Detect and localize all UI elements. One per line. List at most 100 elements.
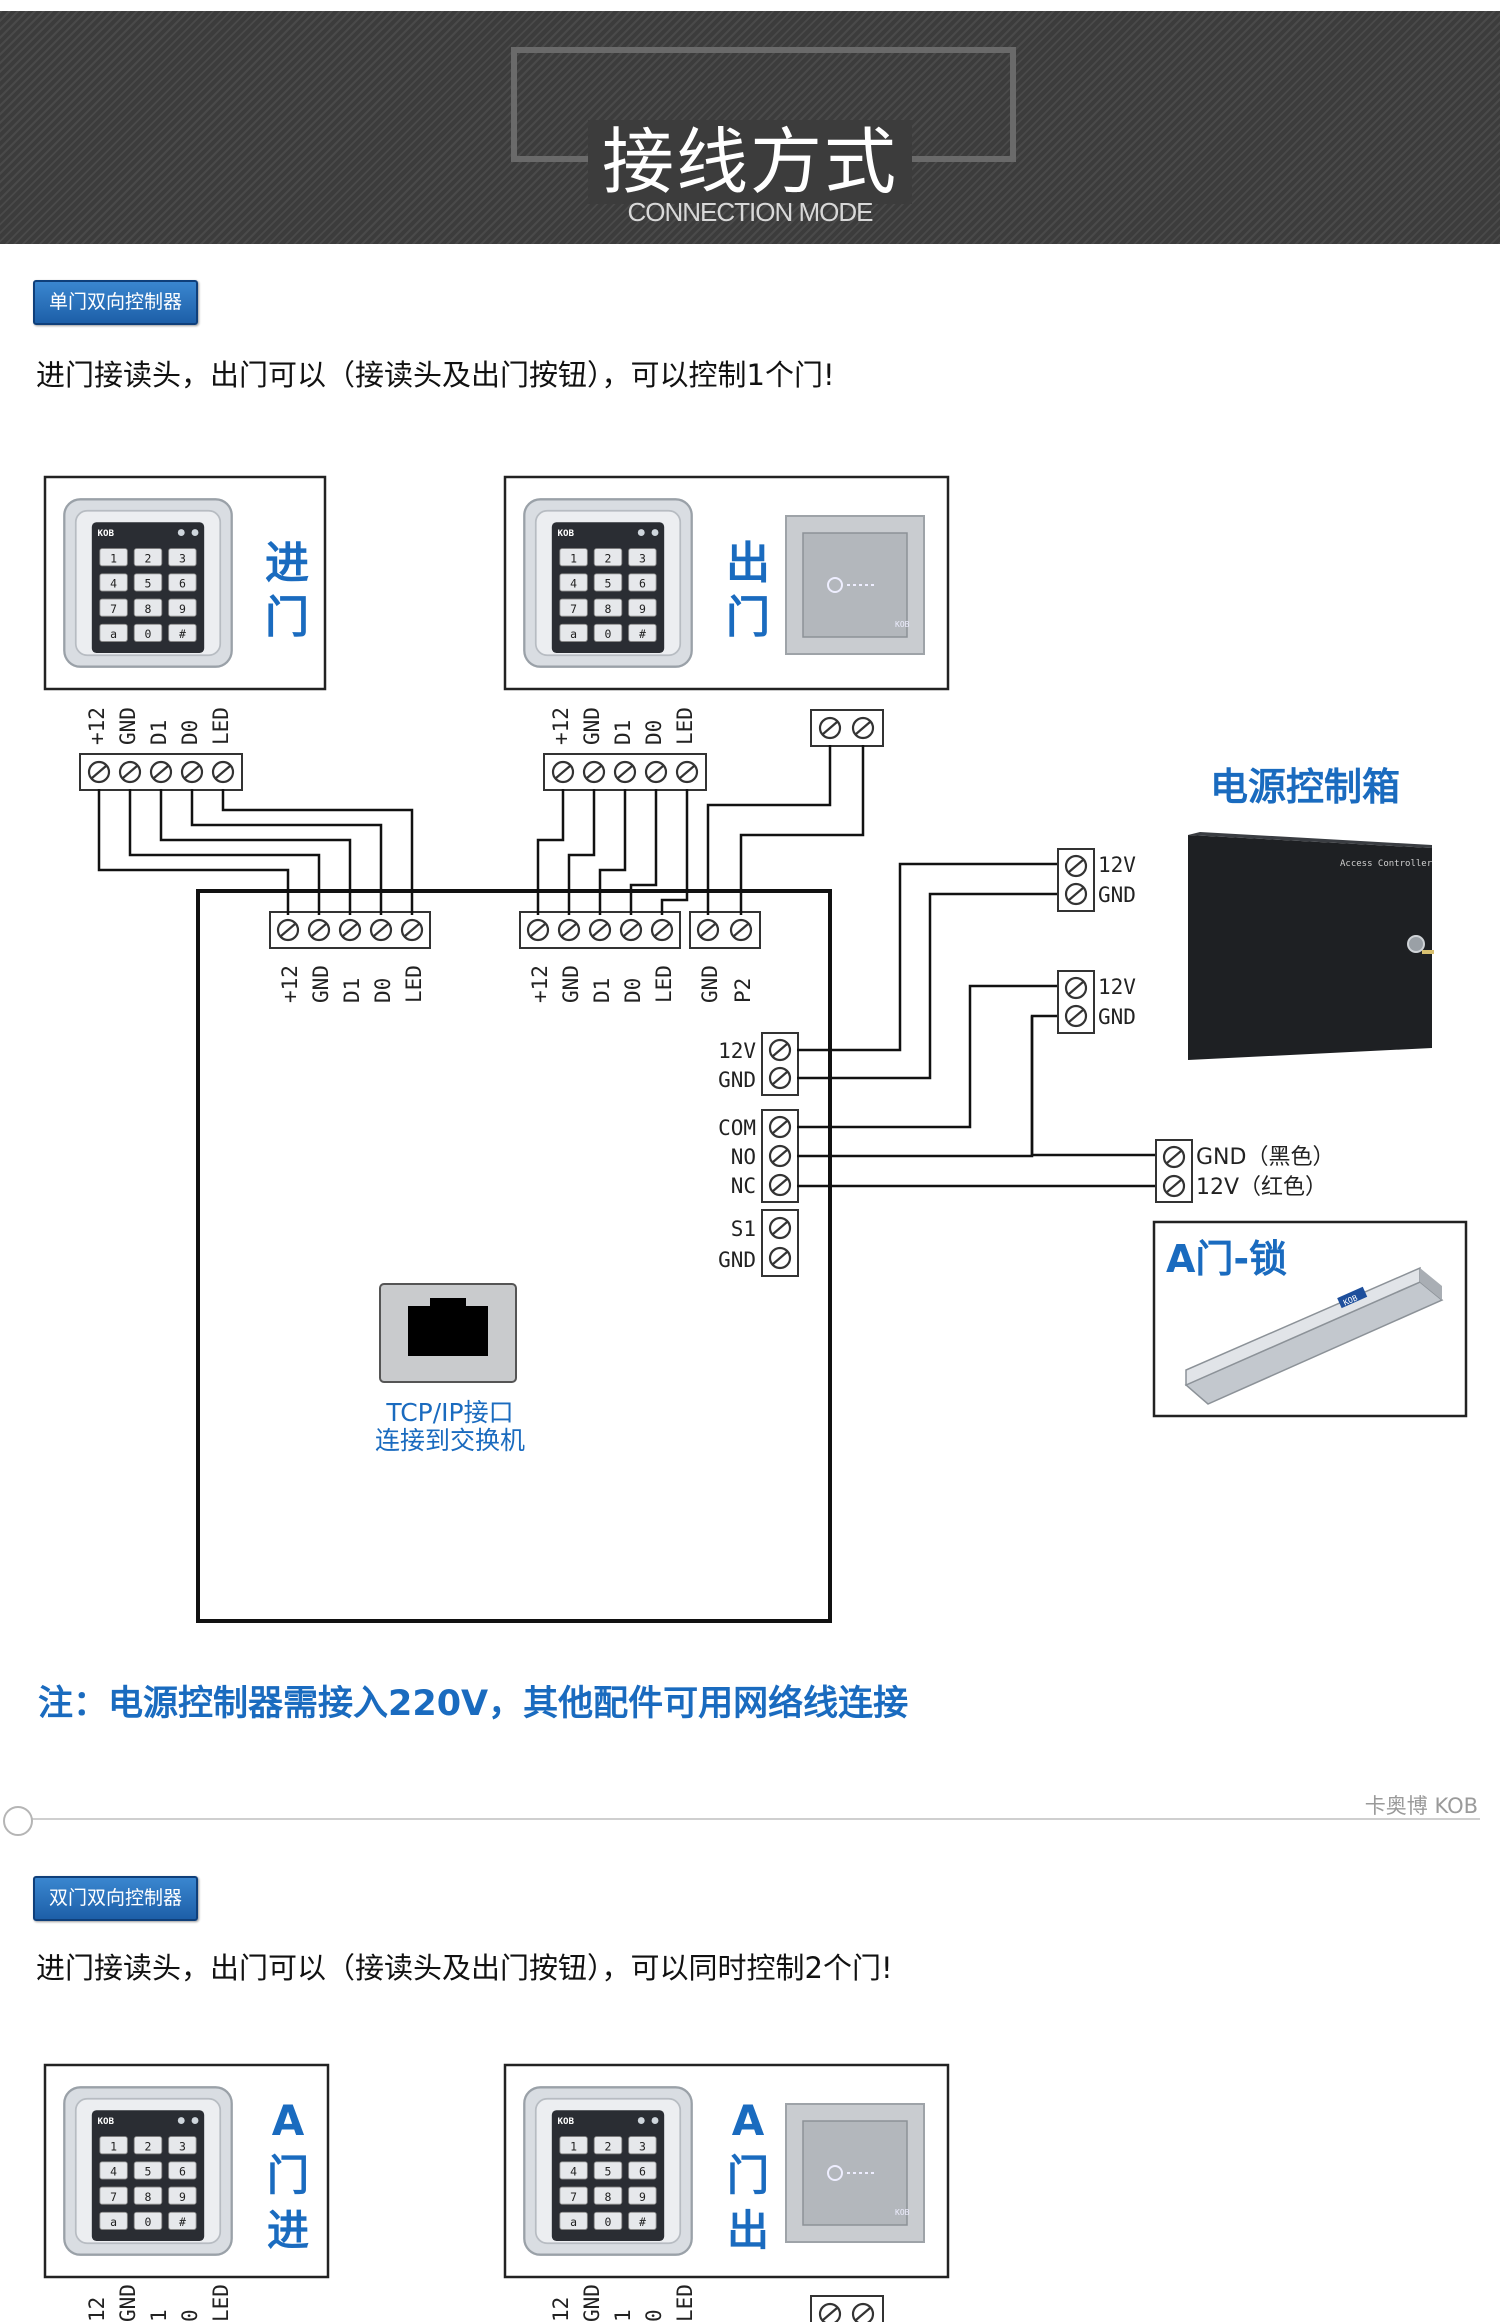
svg-text:+12: +12 (549, 707, 573, 745)
svg-text:1: 1 (147, 2309, 171, 2322)
controller-relay-terminal (761, 1109, 799, 1203)
svg-text:LED: LED (209, 707, 233, 745)
exit-label-1: 出 (726, 538, 770, 589)
svg-text:12V: 12V (1098, 975, 1136, 999)
power-box: Access Controller (1188, 832, 1434, 1060)
svg-text:COM: COM (718, 1116, 756, 1140)
header-banner: 接线方式 CONNECTION MODE (0, 11, 1500, 244)
svg-text:GND: GND (580, 2284, 604, 2322)
svg-text:LED: LED (652, 965, 676, 1003)
power-out2-terminal (1057, 970, 1095, 1034)
wires (97, 745, 1156, 1188)
electric-lock: KOB (1184, 1266, 1444, 1405)
svg-text:+12: +12 (528, 965, 552, 1003)
controller-power-terminal (761, 1032, 799, 1096)
s2-exit-label-2: 门 (727, 2151, 769, 2200)
exit-label-2: 门 (726, 592, 770, 643)
s2-entry-keypad (63, 2086, 233, 2256)
svg-text:GND: GND (1098, 883, 1136, 907)
lock-title: A门-锁 (1166, 1237, 1287, 1281)
s2-entry-reader-box (43, 2063, 330, 2279)
s2-exit-reader-box (503, 2063, 950, 2279)
power-out1-terminal (1057, 848, 1095, 912)
tcp-label-2: 连接到交换机 (375, 1426, 525, 1455)
svg-text:12: 12 (549, 2297, 573, 2322)
s2-entry-label-2: 门 (267, 2151, 309, 2200)
exit-button-terminal (810, 709, 884, 747)
entry-reader-box (43, 475, 327, 691)
svg-text:GND: GND (718, 1248, 756, 1272)
svg-text:D1: D1 (147, 720, 171, 745)
svg-text:+12: +12 (85, 707, 109, 745)
svg-text:D1: D1 (590, 978, 614, 1003)
controller-sensor-terminal (761, 1209, 799, 1277)
s2-exit-keypad (523, 2086, 693, 2256)
s2-entry-reader-pins: 12 GND 1 0 LED (85, 2284, 233, 2322)
svg-text:GND: GND (559, 965, 583, 1003)
svg-text:GND: GND (309, 965, 333, 1003)
s2-entry-label-3: 进 (267, 2206, 309, 2255)
power-terminal-labels: 12V GND 12V GND (1098, 853, 1136, 1029)
section2-tag: 双门双向控制器 (33, 1876, 199, 1921)
svg-text:GND: GND (1098, 1005, 1136, 1029)
svg-text:LED: LED (209, 2284, 233, 2322)
controller-pin-labels: +12 GND D1 D0 LED +12 GND D1 D0 LED GND … (278, 965, 755, 1003)
divider-circle (3, 1806, 33, 1836)
exit-keypad (523, 498, 693, 668)
section-divider (28, 1818, 1480, 1820)
svg-text:12: 12 (85, 2297, 109, 2322)
svg-text:LED: LED (673, 2284, 697, 2322)
section1-description: 进门接读头，出门可以（接读头及出门按钮），可以控制1个门! (36, 358, 835, 392)
entry-keypad (63, 498, 233, 668)
svg-text:D1: D1 (340, 978, 364, 1003)
page-subtitle: CONNECTION MODE (627, 197, 874, 227)
lock-wire-terminal (1155, 1139, 1193, 1203)
section2-description: 进门接读头，出门可以（接读头及出门按钮），可以同时控制2个门! (36, 1951, 893, 1985)
entry-label-1: 进 (265, 538, 309, 589)
svg-text:P2: P2 (731, 978, 755, 1003)
svg-text:NC: NC (731, 1174, 756, 1198)
svg-text:D0: D0 (178, 720, 202, 745)
svg-text:1: 1 (611, 2309, 635, 2322)
tcp-label-1: TCP/IP接口 (385, 1398, 513, 1427)
lock-box (1152, 1220, 1468, 1418)
brand-mark: 卡奥博 KOB (1364, 1794, 1478, 1818)
page-title: 接线方式 (0, 103, 1500, 208)
svg-text:GND: GND (698, 965, 722, 1003)
svg-text:D1: D1 (611, 720, 635, 745)
power-note: 注：电源控制器需接入220V，其他配件可用网络线连接 (38, 1684, 909, 1724)
s2-exit-reader-pins: 12 GND 1 0 LED (549, 2284, 697, 2322)
svg-text:LED: LED (673, 707, 697, 745)
s2-exit-button (785, 2103, 925, 2243)
s2-entry-label-1: A (272, 2096, 305, 2145)
exit-button (785, 515, 925, 655)
controller-reader1-terminal (269, 911, 431, 949)
entry-reader-terminal (79, 753, 243, 791)
svg-text:+12: +12 (278, 965, 302, 1003)
exit-reader-box (503, 475, 950, 691)
svg-text:GND: GND (116, 2284, 140, 2322)
svg-text:D0: D0 (371, 978, 395, 1003)
exit-reader-pins: +12 GND D1 D0 LED (549, 707, 697, 745)
svg-text:GND: GND (116, 707, 140, 745)
svg-text:S1: S1 (731, 1217, 756, 1241)
svg-text:12V: 12V (1098, 853, 1136, 877)
controller-button-terminal (689, 911, 761, 949)
s2-exit-button-terminal (810, 2295, 884, 2322)
lock-wire-gnd: GND（黑色） (1196, 1145, 1334, 1170)
controller-side-labels: 12V GND COM NO NC S1 GND (718, 1039, 756, 1272)
svg-text:0: 0 (178, 2309, 202, 2322)
entry-reader-pins: +12 GND D1 D0 LED (85, 707, 233, 745)
svg-text:GND: GND (580, 707, 604, 745)
svg-text:NO: NO (731, 1145, 756, 1169)
section1-tag: 单门双向控制器 (33, 280, 199, 325)
svg-text:0: 0 (642, 2309, 666, 2322)
exit-reader-terminal (543, 753, 707, 791)
svg-text:Access Controller: Access Controller (1340, 859, 1433, 869)
svg-text:12V: 12V (718, 1039, 756, 1063)
lock-wire-12v: 12V（红色） (1196, 1175, 1327, 1200)
tcp-ip-port (379, 1283, 517, 1383)
power-box-title: 电源控制箱 (1210, 765, 1400, 809)
controller-reader2-terminal (519, 911, 681, 949)
